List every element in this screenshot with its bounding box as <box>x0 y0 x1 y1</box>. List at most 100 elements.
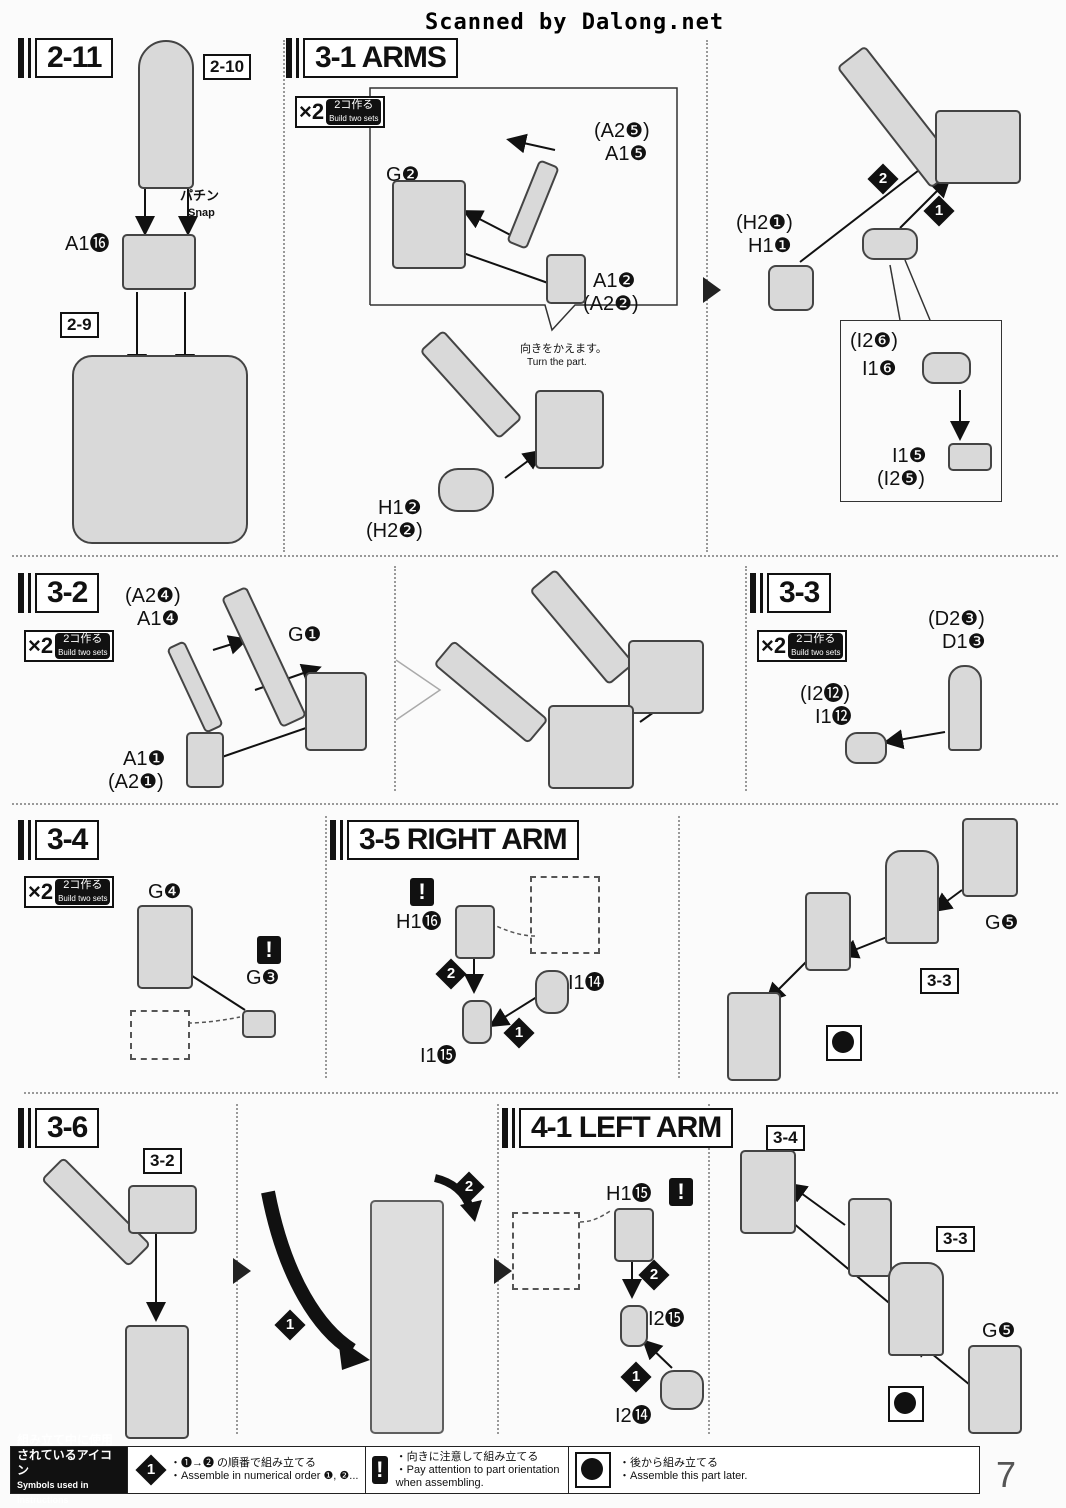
step-3-5-title: 3-5 RIGHT ARM <box>347 820 579 860</box>
ref-3-3-4-1: 3-3 <box>936 1226 975 1252</box>
step-3-2-title: 3-2 <box>35 573 100 613</box>
forearm-blade-g2 <box>392 180 466 269</box>
detail-inset-i1 <box>840 320 1002 502</box>
page-number: 7 <box>996 1454 1017 1495</box>
part-g3: G❸ <box>246 967 280 989</box>
step-3-5-header: 3-5 RIGHT ARM <box>330 820 579 860</box>
step-3-4-header: 3-4 <box>18 820 100 860</box>
shell-g5 <box>962 818 1018 897</box>
legend-heading-en: Symbols used in instructions <box>17 1479 89 1505</box>
part-i2-15: I2⓯ <box>648 1308 685 1330</box>
part-a1-2: A1❷ <box>593 270 636 292</box>
scan-watermark: Scanned by Dalong.net <box>425 10 725 35</box>
elbow-h1-15 <box>614 1208 654 1262</box>
part-a1-16: A1⓰ <box>65 233 110 255</box>
legend-orient-jp: ・向きに注意して組み立てる <box>395 1450 539 1463</box>
orientation-warning-icon-3-5: ! <box>410 878 434 906</box>
forearm-assembled <box>535 390 604 469</box>
hinge-i2-15 <box>620 1305 648 1347</box>
step-2-11-title: 2-11 <box>35 38 114 78</box>
part-i1-15: I1⓯ <box>420 1045 457 1067</box>
step-4-1-header: 4-1 LEFT ARM <box>502 1108 734 1148</box>
part-i1-12: I1⓬ <box>815 706 852 728</box>
step-number-1-icon-3-6: 1 <box>274 1309 306 1341</box>
part-h2-2: (H2❷) <box>366 520 423 542</box>
legend-order-jp: ・❶→❷ の順番で組み立てる <box>170 1457 317 1469</box>
legend-order-en: ・Assemble in numerical order ❶, ❷... <box>170 1470 359 1482</box>
part-a1-5: A1❺ <box>605 143 648 165</box>
joint-i2-14 <box>660 1370 704 1410</box>
divider-row-1 <box>12 555 1058 557</box>
turn-part-en: Turn the part. <box>527 357 587 368</box>
elbow-assembly <box>805 892 851 971</box>
part-d2-3: (D2❸) <box>928 608 985 630</box>
assemble-later-legend-icon <box>575 1452 611 1488</box>
step-3-6-title: 3-6 <box>35 1108 100 1148</box>
orientation-warning-icon-4-1: ! <box>669 1178 693 1206</box>
ref-2-10: 2-10 <box>203 54 252 80</box>
assemble-later-icon-4-1 <box>888 1386 924 1422</box>
torso-assembly <box>72 355 248 544</box>
step-number-2-icon-4-1: 2 <box>638 1259 670 1291</box>
ref-3-4: 3-4 <box>766 1125 805 1151</box>
legend-order: 1 ・❶→❷ の順番で組み立てる・Assemble in numerical o… <box>127 1447 365 1493</box>
part-h1-15: H1⓯ <box>606 1183 652 1205</box>
spike-d1-3 <box>948 665 982 751</box>
arm-folded <box>370 1200 444 1434</box>
spike-assembly <box>885 850 939 944</box>
part-g4: G❹ <box>148 881 182 903</box>
orientation-legend-icon: ! <box>372 1456 388 1484</box>
hinge-i1-15 <box>462 1000 492 1044</box>
forearm-3-6 <box>128 1185 197 1234</box>
turn-part-jp: 向きをかえます。 <box>520 343 607 355</box>
step-4-1-title: 4-1 LEFT ARM <box>519 1108 734 1148</box>
divider-col-a <box>283 40 285 552</box>
part-h2-1: (H2❶) <box>736 212 793 234</box>
x2-label-3-3: ×2 <box>761 633 787 658</box>
small-part-g3 <box>242 1010 276 1038</box>
part-h1-1: H1❶ <box>748 235 792 257</box>
peg-i1-5 <box>948 443 992 471</box>
divider-col-c <box>394 566 396 791</box>
orientation-detail-box-3-5 <box>530 876 600 954</box>
part-i1-5: I1❺ <box>892 445 927 467</box>
hinge-part <box>862 228 918 260</box>
x2-label-3-4: ×2 <box>28 879 54 904</box>
icon-legend: 組み立て中に使用されているアイコン Symbols used in instru… <box>10 1433 980 1505</box>
numbered-step-icon: 1 <box>135 1454 167 1486</box>
divider-col-i <box>708 1104 710 1434</box>
ref-3-2: 3-2 <box>143 1148 182 1174</box>
shoulder-housing <box>935 110 1021 184</box>
ref-2-9: 2-9 <box>60 312 99 338</box>
part-i1-14: I1⓮ <box>568 972 605 994</box>
part-d1-3: D1❸ <box>942 631 986 653</box>
part-a1-4: A1❹ <box>137 608 180 630</box>
elbow-4-1 <box>848 1198 892 1277</box>
snap-label-jp: パチン <box>180 188 220 203</box>
joint-h1-1 <box>768 265 814 311</box>
forearm-3-2 <box>548 705 634 789</box>
part-a2-2: (A2❷) <box>583 293 639 315</box>
part-g1: G❶ <box>288 624 322 646</box>
shell-3-4 <box>740 1150 796 1234</box>
part-g5-3-5: G❺ <box>985 912 1019 934</box>
cover-g5-4-1 <box>968 1345 1022 1434</box>
divider-row-2 <box>12 803 1058 805</box>
divider-row-3 <box>24 1092 1058 1094</box>
head-fin-part <box>138 40 194 189</box>
orientation-detail-box <box>130 1010 190 1060</box>
part-i1-6: I1❻ <box>862 358 897 380</box>
legend-orient: ! ・向きに注意して組み立てる・Pay attention to part or… <box>365 1447 568 1493</box>
forearm-g1 <box>305 672 367 751</box>
legend-orient-en: ・Pay attention to part orientation when … <box>395 1463 560 1489</box>
joint-h1-2 <box>438 468 494 512</box>
divider-col-d <box>745 566 747 791</box>
shoulder-3-2 <box>628 640 704 714</box>
divider-col-e <box>325 816 327 1078</box>
lower-arm-3-6 <box>125 1325 189 1439</box>
joint-i1-6 <box>922 352 971 384</box>
